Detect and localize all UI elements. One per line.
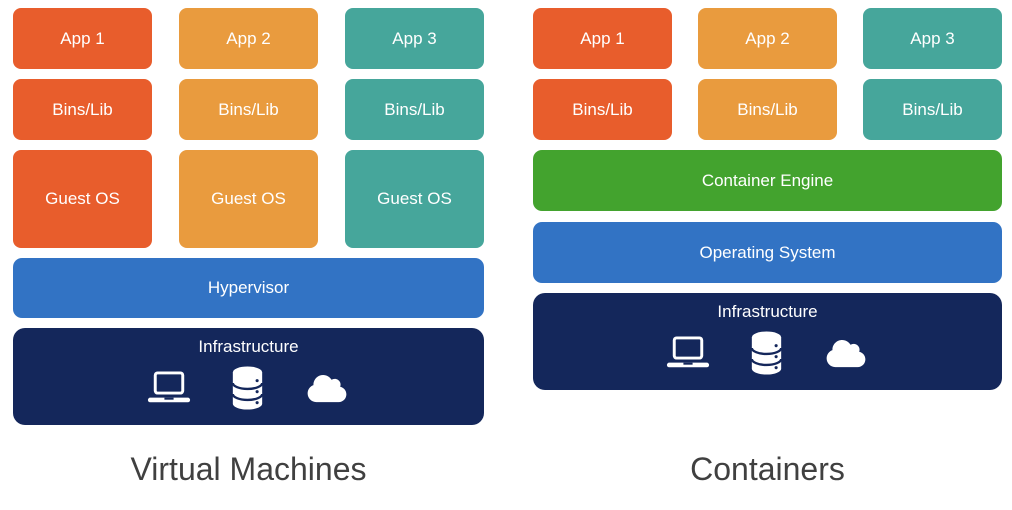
laptop-icon — [666, 335, 710, 372]
ct-app3-label: App 3 — [910, 28, 955, 48]
containers-bins-row: Bins/Lib Bins/Lib Bins/Lib — [533, 79, 1002, 140]
ct-app2-box: App 2 — [698, 8, 837, 69]
vm-infrastructure-bar: Infrastructure — [13, 328, 484, 425]
vm-guest-os2-box: Guest OS — [179, 150, 318, 248]
vm-infrastructure-label: Infrastructure — [198, 337, 299, 356]
ct-bins2-label: Bins/Lib — [737, 99, 798, 119]
containers-infrastructure-icons — [666, 330, 869, 376]
container-engine-bar: Container Engine — [533, 150, 1002, 211]
cloud-icon — [823, 338, 869, 369]
containers-title: Containers — [690, 451, 845, 487]
operating-system-label: Operating System — [699, 242, 836, 262]
vm-infrastructure-icons — [147, 365, 350, 411]
ct-bins1-box: Bins/Lib — [533, 79, 672, 140]
vm-bins-row: Bins/Lib Bins/Lib Bins/Lib — [13, 79, 484, 140]
ct-bins2-box: Bins/Lib — [698, 79, 837, 140]
vm-app3-label: App 3 — [392, 28, 437, 48]
ct-bins3-box: Bins/Lib — [863, 79, 1002, 140]
containers-infrastructure-bar: Infrastructure — [533, 293, 1002, 390]
operating-system-bar: Operating System — [533, 222, 1002, 283]
ct-app2-label: App 2 — [745, 28, 790, 48]
vm-app3-box: App 3 — [345, 8, 484, 69]
containers-infrastructure-label: Infrastructure — [717, 302, 818, 321]
vm-app2-box: App 2 — [179, 8, 318, 69]
ct-bins3-label: Bins/Lib — [902, 99, 963, 119]
vm-guest-os2-label: Guest OS — [211, 189, 286, 208]
vm-app2-label: App 2 — [226, 28, 271, 48]
ct-bins1-label: Bins/Lib — [572, 99, 633, 119]
container-engine-label: Container Engine — [701, 170, 834, 190]
vm-bins3-label: Bins/Lib — [384, 99, 445, 119]
vm-guest-os3-box: Guest OS — [345, 150, 484, 248]
vm-app1-label: App 1 — [60, 28, 105, 48]
vm-guest-os-row: Guest OS Guest OS Guest OS — [13, 150, 484, 248]
vm-bins1-label: Bins/Lib — [52, 99, 113, 119]
vm-bins1-box: Bins/Lib — [13, 79, 152, 140]
vm-bins2-label: Bins/Lib — [218, 99, 279, 119]
hypervisor-bar: Hypervisor — [13, 258, 484, 318]
vm-guest-os1-label: Guest OS — [45, 189, 120, 208]
vm-app-row: App 1 App 2 App 3 — [13, 8, 484, 69]
vm-guest-os3-label: Guest OS — [377, 189, 452, 208]
hypervisor-label: Hypervisor — [207, 278, 290, 297]
vm-app1-box: App 1 — [13, 8, 152, 69]
ct-app3-box: App 3 — [863, 8, 1002, 69]
database-icon — [231, 365, 264, 411]
ct-app1-label: App 1 — [580, 28, 625, 48]
containers-app-row: App 1 App 2 App 3 — [533, 8, 1002, 69]
cloud-icon — [304, 373, 350, 404]
vm-bins2-box: Bins/Lib — [179, 79, 318, 140]
vm-bins3-box: Bins/Lib — [345, 79, 484, 140]
ct-app1-box: App 1 — [533, 8, 672, 69]
vm-guest-os1-box: Guest OS — [13, 150, 152, 248]
vm-title: Virtual Machines — [130, 451, 367, 487]
laptop-icon — [147, 370, 191, 407]
database-icon — [750, 330, 783, 376]
